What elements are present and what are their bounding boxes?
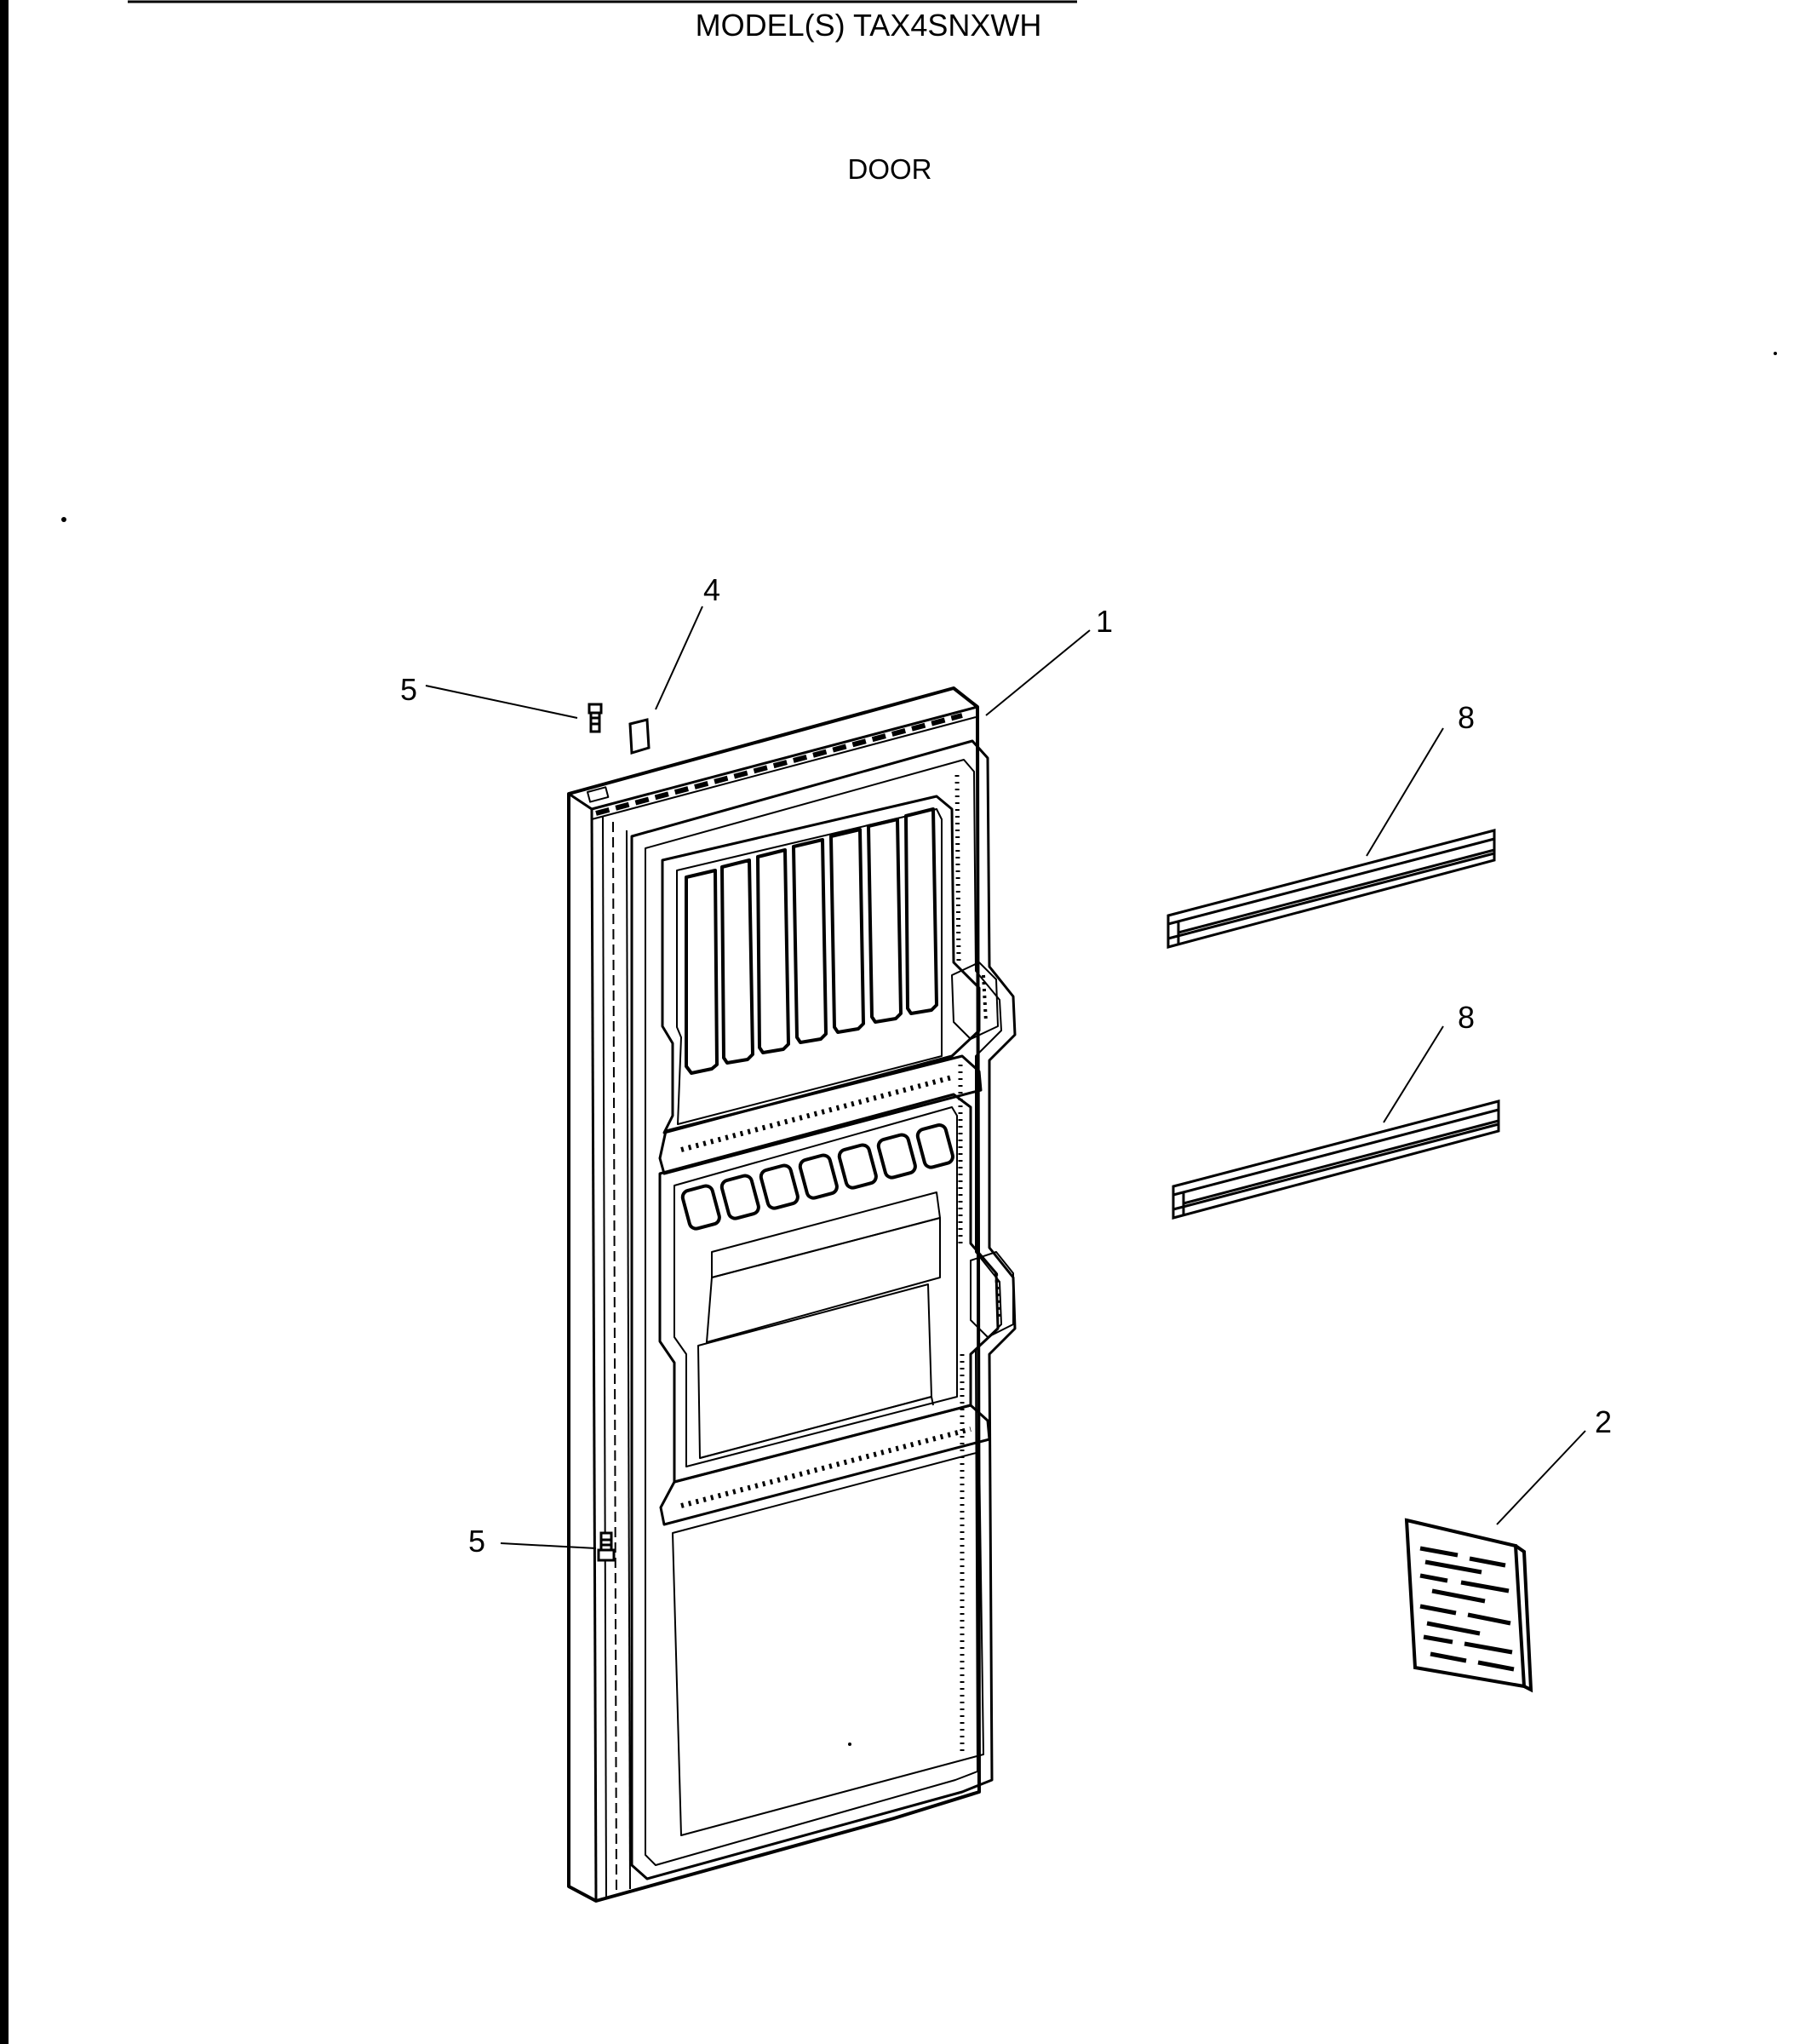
shelf-bar-upper-part: [1166, 829, 1496, 949]
model-title: MODEL(S) TAX4SNXWH: [696, 8, 1042, 43]
callout-4: 4: [703, 572, 720, 607]
leader-lines: [425, 606, 1586, 1549]
callout-5-top: 5: [400, 672, 417, 707]
left-scan-edge: [0, 0, 9, 2044]
scan-speck: [1774, 352, 1777, 355]
callout-2: 2: [1595, 1404, 1612, 1439]
shelf-bar-lower-part: [1172, 1100, 1500, 1220]
callout-5-bottom: 5: [468, 1524, 485, 1559]
scan-speck: [848, 1743, 851, 1746]
upper-pockets: [685, 807, 938, 1075]
callout-8-upper: 8: [1458, 700, 1475, 735]
callout-1: 1: [1096, 604, 1113, 639]
section-title: DOOR: [848, 153, 932, 185]
small-pad-part: [628, 718, 651, 755]
label-card-part: [1404, 1518, 1533, 1693]
hinge-pin-bottom-part: [597, 1531, 616, 1562]
callout-8-lower: 8: [1458, 1000, 1475, 1035]
door-assembly: [567, 686, 1017, 1903]
label-card-text-lines: [1419, 1546, 1515, 1672]
lower-pockets: [680, 1122, 954, 1231]
hinge-pin-top-part: [587, 703, 603, 733]
scan-speck: [61, 517, 66, 522]
